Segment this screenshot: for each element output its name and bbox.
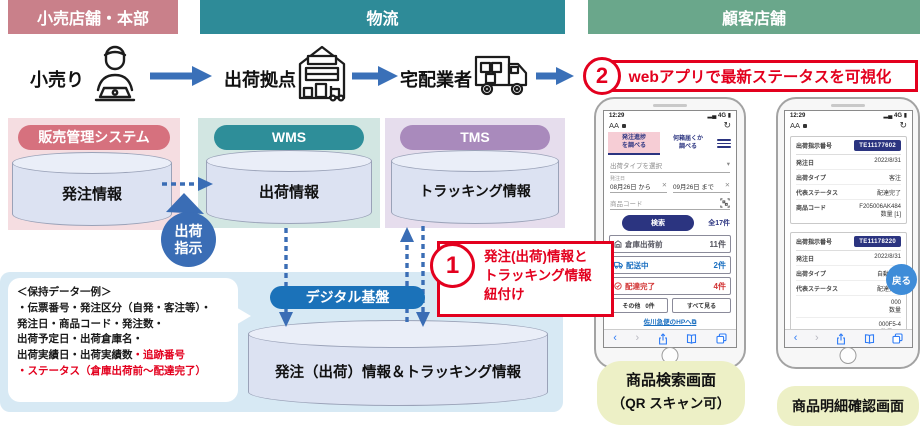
tabs-icon[interactable] bbox=[892, 333, 903, 344]
home-button[interactable] bbox=[839, 347, 857, 364]
share-icon[interactable] bbox=[658, 332, 668, 345]
step2-number: 2 bbox=[583, 57, 621, 95]
phone-speaker bbox=[653, 104, 687, 107]
ship-type-select[interactable]: 出荷タイプを選択▾ bbox=[610, 160, 730, 173]
search-button[interactable]: 検索 bbox=[622, 215, 694, 231]
phone-detail-screen: 12:29 ▂▄ 4G ▮ AA ↻ 出荷指示番号 TE11177602 発注日… bbox=[776, 97, 920, 369]
phone1-caption: 商品検索画面（QR スキャン可） bbox=[597, 361, 745, 425]
status-bar: 12:29 ▂▄ 4G ▮ bbox=[609, 112, 731, 120]
sales-system-title: 販売管理システム bbox=[18, 125, 170, 150]
reader-mode-button[interactable]: AA bbox=[609, 120, 620, 130]
phone2-screen: 12:29 ▂▄ 4G ▮ AA ↻ 出荷指示番号 TE11177602 発注日… bbox=[784, 110, 913, 348]
step2-callout: webアプリで最新ステータスを可視化 bbox=[602, 60, 918, 92]
clear-icon[interactable]: ✕ bbox=[724, 182, 730, 189]
safari-toolbar: ‹ › bbox=[604, 329, 736, 347]
date-to-field[interactable]: 09月26日 まで✕ bbox=[673, 182, 730, 193]
lock-icon bbox=[803, 123, 808, 128]
delivery-truck-icon bbox=[474, 52, 528, 98]
integrated-db: 発注（出荷）情報＆トラッキング情報 bbox=[248, 320, 548, 406]
date-from-field[interactable]: 08月26日 から✕ bbox=[610, 182, 667, 193]
see-all-button[interactable]: すべて見る bbox=[672, 298, 731, 313]
shipment-id-badge[interactable]: TE11178220 bbox=[854, 236, 901, 248]
truck-mini-icon bbox=[614, 261, 623, 269]
flow-label-shipping-point: 出荷拠点 bbox=[224, 70, 296, 90]
integrated-db-label: 発注（出荷）情報＆トラッキング情報 bbox=[274, 365, 522, 382]
tab-box-count[interactable]: 何箱届くか調べる bbox=[672, 136, 703, 150]
digital-platform-pill: デジタル基盤 bbox=[270, 286, 425, 309]
back-button[interactable]: ‹ bbox=[793, 332, 798, 344]
clear-icon[interactable]: ✕ bbox=[661, 182, 667, 189]
forward-button[interactable]: › bbox=[635, 332, 640, 344]
note-red-tracking-number: ・追跡番号 bbox=[132, 349, 186, 361]
tracking-info-db-label: トラッキング情報 bbox=[419, 183, 531, 200]
reader-mode-button[interactable]: AA bbox=[790, 120, 801, 130]
step1-number: 1 bbox=[430, 243, 475, 288]
phone2-caption: 商品明細確認画面 bbox=[777, 386, 919, 426]
signal-icon: ▂▄ bbox=[883, 113, 893, 119]
shipping-instruction-bubble: 出荷指示 bbox=[161, 212, 216, 267]
shipment-id-badge[interactable]: TE11177602 bbox=[854, 140, 901, 151]
tabs-icon[interactable] bbox=[716, 333, 727, 344]
share-icon[interactable] bbox=[836, 332, 846, 345]
external-link-icon: ⧉ bbox=[691, 319, 697, 326]
warehouse-mini-icon bbox=[614, 240, 622, 248]
lane-header-customer: 顧客店舗 bbox=[588, 0, 920, 34]
status-bar: 12:29 ▂▄ 4G ▮ bbox=[790, 112, 907, 120]
refresh-button[interactable]: ↻ bbox=[723, 119, 731, 130]
retained-data-note: ＜保持データ一例＞ ・伝票番号・発注区分（自発・客注等）・ 発注日・商品コード・… bbox=[8, 278, 238, 402]
forward-button[interactable]: › bbox=[814, 332, 819, 344]
refresh-button[interactable]: ↻ bbox=[899, 119, 907, 130]
shipping-info-db: 出荷情報 bbox=[206, 150, 372, 224]
qr-scan-icon[interactable] bbox=[720, 198, 730, 208]
battery-icon: ▮ bbox=[903, 113, 907, 119]
chevron-down-icon: ▾ bbox=[726, 161, 730, 168]
order-info-db-label: 発注情報 bbox=[61, 186, 122, 204]
order-date-label: 発注日 bbox=[610, 176, 626, 182]
back-button[interactable]: ‹ bbox=[613, 332, 617, 344]
phone1-screen: 12:29 ▂▄ 4G ▮ AA ↻ 発注進捗を調べる 何箱届くか調べる 出荷タ… bbox=[603, 110, 737, 348]
browser-bar: AA ↻ bbox=[604, 119, 736, 131]
tab-order-progress[interactable]: 発注進捗を調べる bbox=[608, 132, 660, 155]
wms-title: WMS bbox=[214, 125, 364, 150]
shipping-info-db-label: 出荷情報 bbox=[258, 184, 319, 202]
product-code-field[interactable]: 商品コード bbox=[610, 198, 730, 210]
bookmarks-icon[interactable] bbox=[864, 333, 875, 344]
safari-toolbar: ‹ › bbox=[785, 329, 912, 347]
note-red-status: ・ステータス（倉庫出荷前〜配達完了） bbox=[17, 364, 206, 377]
tracking-info-db: トラッキング情報 bbox=[391, 150, 559, 224]
phone-speaker bbox=[831, 104, 865, 107]
tms-title: TMS bbox=[400, 125, 550, 150]
signal-icon: ▂▄ bbox=[707, 113, 717, 119]
warehouse-icon bbox=[296, 42, 348, 106]
bookmarks-icon[interactable] bbox=[686, 333, 697, 344]
lane-header-logistics: 物流 bbox=[200, 0, 565, 34]
phone-search-screen: 12:29 ▂▄ 4G ▮ AA ↻ 発注進捗を調べる 何箱届くか調べる 出荷タ… bbox=[594, 97, 746, 369]
battery-icon: ▮ bbox=[727, 113, 731, 119]
back-fab-button[interactable]: 戻る bbox=[886, 264, 917, 295]
note-tail bbox=[234, 306, 251, 326]
lock-icon bbox=[622, 123, 627, 128]
search-tabs: 発注進捗を調べる 何箱届くか調べる bbox=[604, 131, 736, 155]
order-info-db: 発注情報 bbox=[12, 152, 172, 226]
note-title: ＜保持データ一例＞ bbox=[17, 286, 112, 298]
total-count: 全17件 bbox=[708, 220, 730, 227]
check-circle-mini-icon bbox=[614, 282, 622, 290]
flow-label-carrier: 宅配業者 bbox=[400, 70, 472, 90]
carrier-homepage-link[interactable]: 佐川急便のHPへ⧉ bbox=[643, 319, 697, 326]
lane-header-retail: 小売店舗・本部 bbox=[8, 0, 178, 34]
flow-label-retail: 小売り bbox=[30, 70, 84, 90]
hamburger-menu-icon[interactable] bbox=[716, 132, 732, 155]
browser-bar: AA ↻ bbox=[785, 119, 912, 131]
retail-person-laptop-icon bbox=[88, 44, 142, 104]
